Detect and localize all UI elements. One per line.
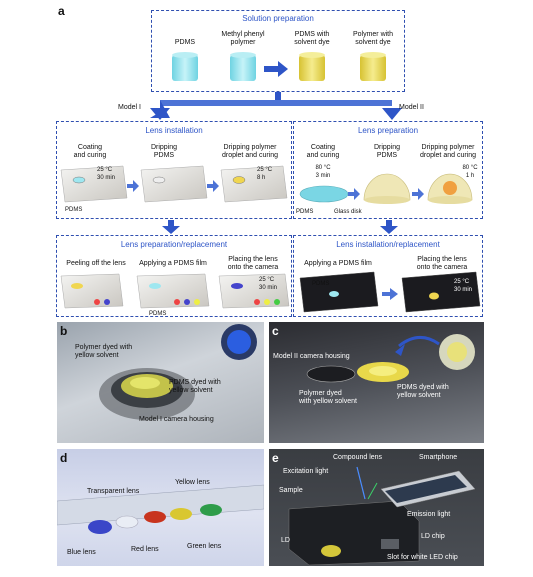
photo-c: c Model II camera housing Polymer dyed w… — [269, 322, 484, 443]
d-red-label: Red lens — [131, 546, 159, 553]
d-yellow-label: Yellow lens — [175, 479, 210, 486]
d-green-label: Green lens — [187, 543, 222, 550]
c-polymer-label: Polymer dyed with yellow solvent — [299, 390, 357, 405]
arrow-right-icon — [382, 288, 398, 300]
photo-d: d Transparent lens Yellow lens Blue lens… — [57, 449, 264, 566]
b-polymer-label: Polymer dyed with yellow solvent — [75, 344, 133, 359]
li-cond-1: 25 °C 30 min — [97, 167, 116, 181]
lp-step-1: Coating and curing — [306, 144, 340, 159]
lir-pdms-label: PDMS — [312, 281, 330, 287]
lens-preparation-box: Lens preparation Coating and curing Drip… — [293, 121, 483, 219]
solution-beakers — [172, 52, 386, 81]
li-step-2: Dripping PDMS — [150, 144, 178, 159]
pdms-label: PDMS — [174, 39, 196, 46]
solution-preparation-box: Solution preparation PDMS Methyl phenyl … — [151, 10, 405, 92]
lir-illustrations — [299, 271, 481, 313]
li-pdms-label: PDMS — [65, 207, 83, 213]
beaker-polymer-dye-icon — [360, 52, 386, 81]
lir-cond: 25 °C 30 min — [454, 279, 473, 293]
e-excitation-label: Excitation light — [283, 468, 329, 475]
panel-b-label: b — [60, 324, 68, 338]
lpr-cond: 25 °C 30 min — [259, 277, 278, 291]
beaker-pdms-icon — [172, 52, 198, 81]
lir-step-2: Placing the lens onto the camera — [416, 256, 468, 271]
arrow-down-icon — [380, 220, 398, 234]
lpr-step-2: Applying a PDMS film — [139, 260, 207, 267]
lens-prep-replace-box: Lens preparation/replacement Peeling off… — [56, 235, 292, 317]
lpr-step-3: Placing the lens onto the camera — [227, 256, 279, 271]
lpr-step-1: Peeling off the lens — [66, 260, 126, 267]
beaker-pdms-dye-icon — [299, 52, 325, 81]
lens-install-replace-title: Lens installation/replacement — [336, 240, 440, 249]
lens-installation-title: Lens installation — [145, 126, 203, 135]
pdms-dye-label: PDMS with solvent dye — [294, 31, 330, 46]
arrow-right-icon — [127, 180, 139, 192]
polymer-dye-label: Polymer with solvent dye — [352, 31, 394, 46]
methyl-phenyl-label: Methyl phenyl polymer — [221, 31, 265, 46]
c-housing-label: Model II camera housing — [273, 353, 350, 360]
model-2-label: Model II — [399, 104, 424, 111]
li-cond-3: 25 °C 8 h — [257, 167, 273, 181]
e-ldchip-label: LD chip — [421, 533, 445, 540]
arrow-right-icon — [264, 61, 288, 77]
li-step-1: Coating and curing — [73, 144, 107, 159]
lp-cond-3: 80 °C 1 h — [462, 165, 478, 179]
arrow-right-icon — [348, 188, 360, 200]
lens-preparation-title: Lens preparation — [357, 126, 419, 135]
down-arrows — [162, 220, 398, 234]
e-smartphone-label: Smartphone — [419, 454, 458, 461]
lp-lens-illustrations — [299, 173, 473, 204]
lp-glass-label: Glass disk — [334, 209, 362, 215]
lp-pdms-label: PDMS — [296, 209, 314, 215]
photo-b: b Polymer dyed with yellow solvent PDMS … — [57, 322, 264, 443]
panel-a-label: a — [58, 4, 65, 18]
e-ld-label: LD — [281, 537, 290, 544]
panel-d-label: d — [60, 451, 68, 465]
arrow-right-icon — [412, 188, 424, 200]
arrow-down-icon — [162, 220, 180, 234]
branch-arrows — [150, 92, 402, 120]
lens-installation-box: Lens installation Coating and curing Dri… — [56, 121, 292, 219]
li-step-3: Dripping polymer droplet and curing — [221, 144, 279, 159]
lp-cond-1: 80 °C 3 min — [315, 165, 331, 179]
lpr-pdms-label: PDMS — [149, 311, 167, 317]
e-slot-label: Slot for white LED chip — [387, 554, 458, 561]
beaker-polymer-icon — [230, 52, 256, 81]
b-pdms-label: PDMS dyed with yellow solvent — [169, 379, 221, 394]
e-sample-label: Sample — [279, 487, 303, 494]
model-1-label: Model I — [118, 104, 141, 111]
lp-step-3: Dripping polymer droplet and curing — [419, 144, 477, 159]
panel-e-label: e — [272, 451, 279, 465]
panel-c-label: c — [272, 324, 279, 338]
e-emission-label: Emission light — [407, 511, 451, 518]
photo-e: e Compound lens Smartphone Excitation li… — [269, 449, 484, 566]
li-phone-illustrations — [60, 165, 288, 203]
arrow-right-icon — [207, 180, 219, 192]
lens-install-replace-box: Lens installation/replacement Applying a… — [293, 235, 483, 317]
e-compound-label: Compound lens — [333, 454, 383, 461]
solution-preparation-title: Solution preparation — [242, 14, 314, 23]
lir-step-1: Applying a PDMS film — [304, 260, 372, 267]
lpr-illustrations — [60, 273, 290, 309]
b-housing-label: Model I camera housing — [139, 416, 214, 423]
d-blue-label: Blue lens — [67, 549, 96, 556]
lens-prep-replace-title: Lens preparation/replacement — [120, 240, 228, 249]
d-transparent-label: Transparent lens — [87, 488, 140, 495]
c-pdms-label: PDMS dyed with yellow solvent — [397, 384, 449, 399]
lp-step-2: Dripping PDMS — [373, 144, 401, 159]
